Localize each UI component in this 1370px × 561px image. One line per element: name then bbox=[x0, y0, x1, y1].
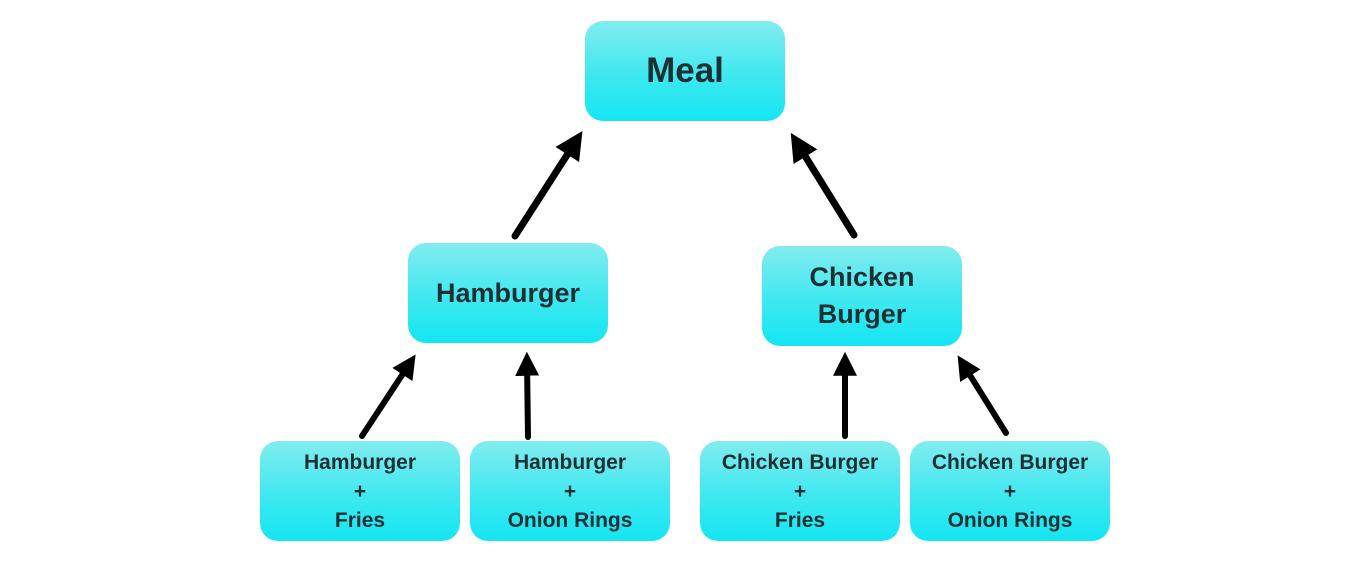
node-hamburger-fries: Hamburger + Fries bbox=[260, 441, 460, 541]
node-hamburger-label: Hamburger bbox=[436, 278, 580, 309]
node-meal-label: Meal bbox=[646, 51, 724, 90]
node-chicken-burger-line-2: Burger bbox=[817, 299, 907, 329]
node-hamburger: Hamburger bbox=[408, 243, 608, 343]
node-chicken-burger-fries: Chicken Burger + Fries bbox=[700, 441, 900, 541]
leaf-line: Hamburger bbox=[303, 450, 417, 474]
arrow-chicken-burger-to-meal bbox=[790, 132, 858, 239]
leaf-line: Fries bbox=[334, 508, 386, 532]
leaf-line: + bbox=[793, 479, 807, 503]
node-meal: Meal bbox=[585, 21, 785, 121]
leaf-line: + bbox=[1003, 479, 1017, 503]
arrow-hamburger-onion-rings-to-hamburger bbox=[515, 351, 540, 440]
arrow-chicken-burger-onion-rings-to-chicken-burger bbox=[957, 355, 1009, 436]
leaf-line: Chicken Burger bbox=[931, 450, 1089, 474]
node-chicken-burger-onion-rings-label: Chicken Burger + Onion Rings bbox=[932, 448, 1088, 535]
arrow-hamburger-fries-to-hamburger bbox=[359, 354, 416, 439]
node-chicken-burger-line-1: Chicken bbox=[809, 262, 915, 292]
leaf-line: Chicken Burger bbox=[721, 450, 879, 474]
leaf-line: Fries bbox=[774, 508, 826, 532]
node-hamburger-line-1: Hamburger bbox=[435, 277, 581, 308]
node-hamburger-fries-label: Hamburger + Fries bbox=[304, 448, 416, 535]
node-chicken-burger: Chicken Burger bbox=[762, 246, 962, 346]
arrow-hamburger-to-meal bbox=[511, 130, 583, 240]
leaf-line: Hamburger bbox=[513, 450, 626, 474]
node-chicken-burger-label: Chicken Burger bbox=[809, 259, 914, 333]
node-chicken-burger-fries-label: Chicken Burger + Fries bbox=[722, 448, 878, 535]
node-hamburger-onion-rings: Hamburger + Onion Rings bbox=[470, 441, 670, 541]
leaf-line: Onion Rings bbox=[947, 508, 1073, 532]
node-hamburger-onion-rings-label: Hamburger + Onion Rings bbox=[508, 448, 633, 535]
leaf-line: + bbox=[353, 479, 367, 503]
node-chicken-burger-onion-rings: Chicken Burger + Onion Rings bbox=[910, 441, 1110, 541]
leaf-line: Onion Rings bbox=[507, 508, 633, 532]
leaf-line: + bbox=[563, 479, 577, 503]
